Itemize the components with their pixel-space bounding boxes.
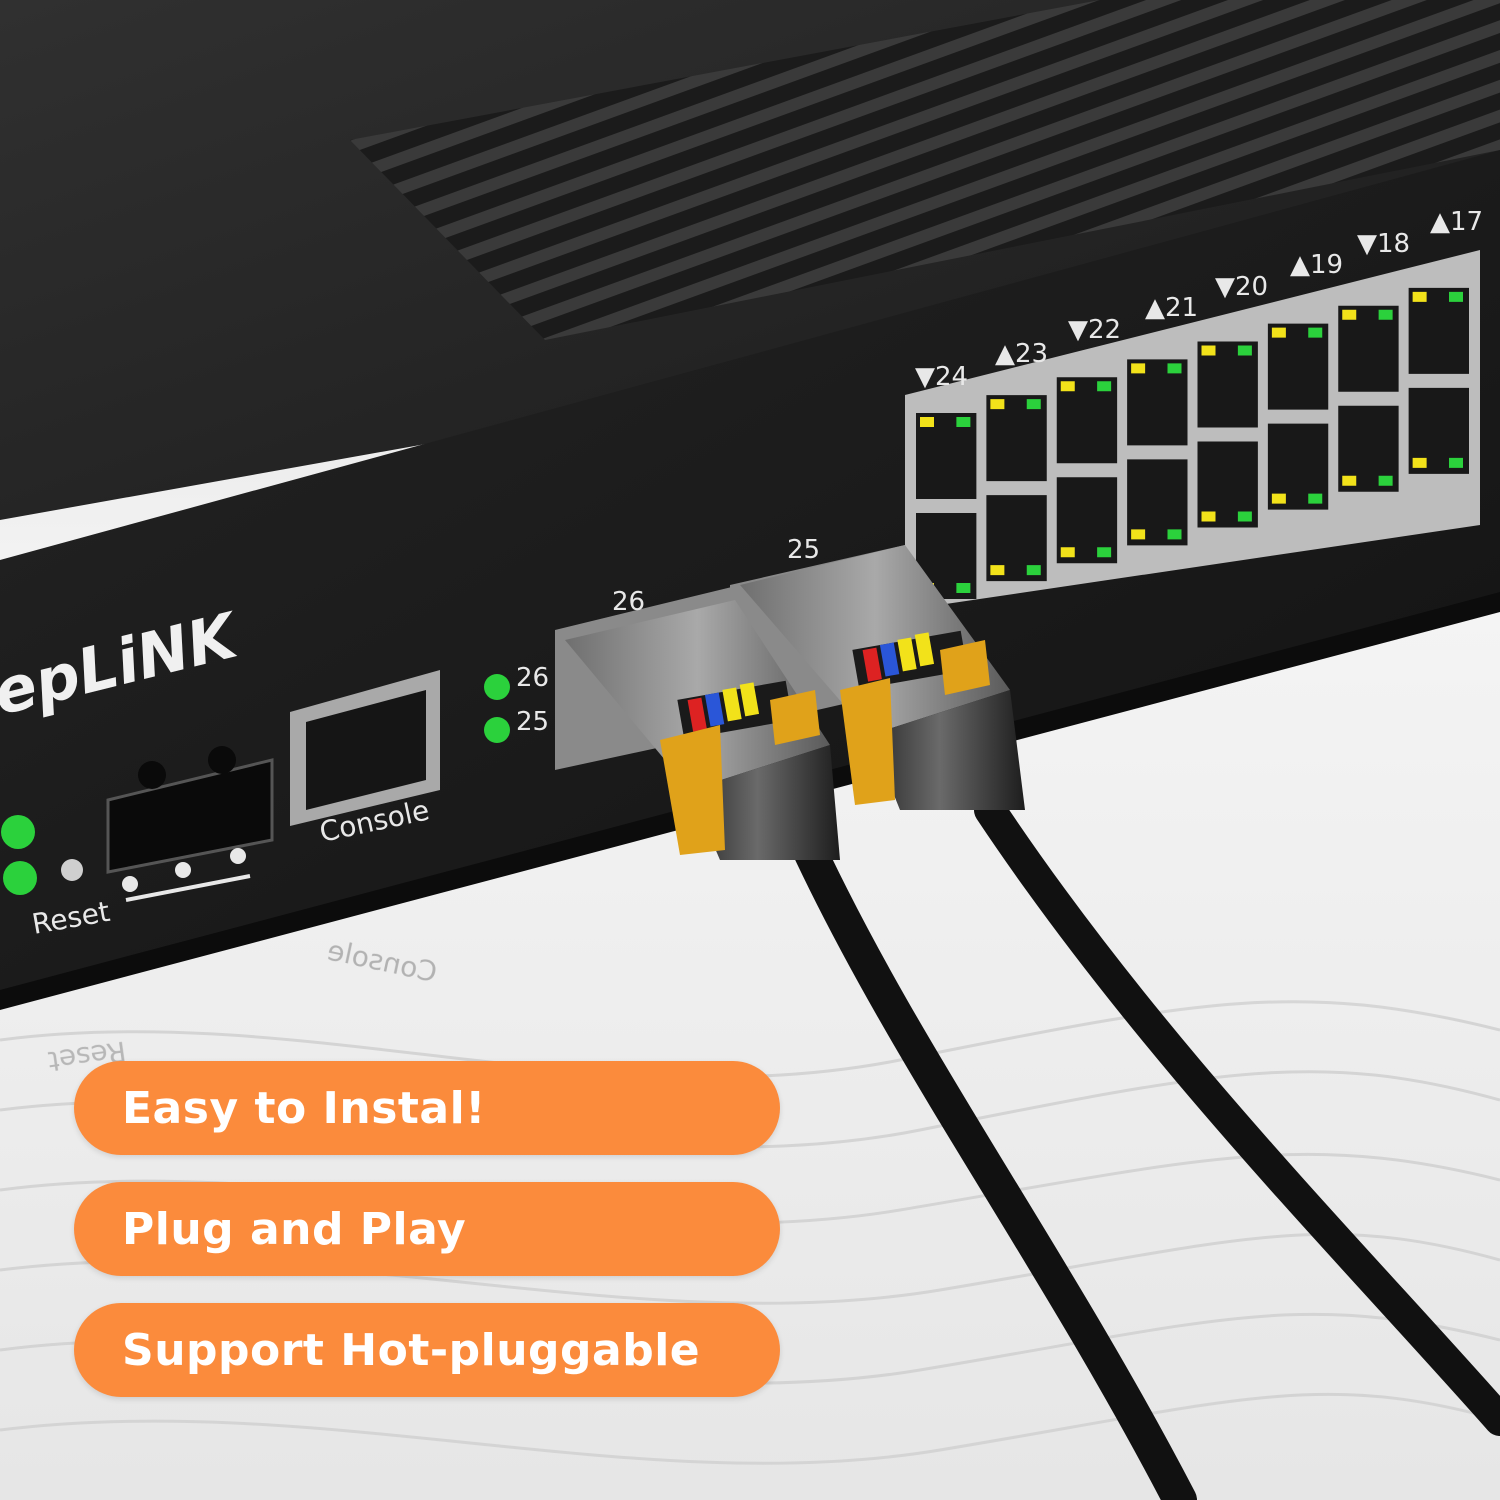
rj45-port bbox=[986, 395, 1047, 482]
port-led-icon bbox=[1271, 327, 1286, 338]
port-label: ▼18 bbox=[1357, 229, 1410, 259]
feature-easy-install: Easy to Instal! bbox=[74, 1061, 780, 1155]
port-led-icon bbox=[1060, 381, 1075, 392]
feature-text: Support Hot-pluggable bbox=[122, 1324, 701, 1376]
port-led-icon bbox=[1271, 493, 1286, 504]
port-led-icon bbox=[1167, 363, 1182, 374]
port-led-icon bbox=[1378, 309, 1393, 320]
port-led-icon bbox=[990, 565, 1005, 576]
port-led-icon bbox=[990, 399, 1005, 410]
port-label: ▼24 bbox=[915, 362, 968, 392]
port-led-icon bbox=[1097, 381, 1112, 392]
port-led-icon bbox=[920, 417, 934, 427]
feature-text: Easy to Instal! bbox=[122, 1082, 486, 1134]
rj45-port bbox=[1056, 377, 1118, 464]
reset-button-icon bbox=[61, 859, 83, 881]
rj45-port bbox=[916, 413, 977, 499]
port-led-icon bbox=[1449, 457, 1463, 468]
port-led-icon bbox=[1308, 493, 1323, 504]
led-icon bbox=[1, 815, 35, 849]
sfp-status-leds: 26 25 bbox=[484, 663, 549, 743]
rj45-port-block bbox=[905, 250, 1480, 610]
port-led-icon bbox=[1342, 309, 1357, 320]
power-terminal-block bbox=[106, 746, 274, 902]
led-label: 26 bbox=[516, 663, 549, 693]
port-led-icon bbox=[1237, 345, 1252, 356]
sfp-module-25 bbox=[740, 545, 1025, 810]
feature-text: Plug and Play bbox=[122, 1203, 467, 1255]
port-led-icon bbox=[1131, 363, 1146, 374]
port-led-icon bbox=[956, 417, 971, 427]
rj45-port bbox=[1408, 287, 1469, 374]
port-led-icon bbox=[1026, 565, 1041, 576]
console-port: Console bbox=[290, 670, 440, 849]
port-label: ▲23 bbox=[995, 339, 1048, 369]
feature-plug-and-play: Plug and Play bbox=[74, 1182, 780, 1276]
port-led-icon bbox=[956, 583, 971, 593]
led-icon bbox=[484, 717, 510, 743]
port-led-icon bbox=[1201, 345, 1216, 356]
sfp-label: 26 bbox=[612, 587, 645, 617]
port-label: ▲21 bbox=[1145, 293, 1198, 323]
port-led-icon bbox=[1412, 457, 1427, 468]
led-label: 25 bbox=[516, 707, 549, 737]
sfp-label: 25 bbox=[787, 535, 820, 565]
port-led-icon bbox=[1060, 547, 1075, 558]
port-label: ▼20 bbox=[1215, 272, 1268, 302]
port-led-icon bbox=[1342, 475, 1357, 486]
port-led-icon bbox=[1131, 529, 1146, 540]
port-led-icon bbox=[1097, 547, 1112, 558]
port-label-row: ▼24 ▲23 ▼22 ▲21 ▼20 ▲19 ▼18 ▲17 bbox=[915, 207, 1483, 392]
rj45-port bbox=[1127, 359, 1188, 446]
port-led-icon bbox=[1237, 511, 1252, 522]
rj45-port bbox=[1267, 323, 1329, 410]
heat-sink-fins bbox=[350, 0, 1500, 340]
port-led-icon bbox=[1412, 291, 1427, 302]
port-led-icon bbox=[1026, 399, 1041, 410]
port-led-icon bbox=[1308, 327, 1323, 338]
led-icon bbox=[3, 861, 37, 895]
sfp-module-26 bbox=[565, 600, 840, 860]
ethernet-cables bbox=[783, 794, 1500, 1500]
rj45-port bbox=[1338, 305, 1399, 392]
port-led-icon bbox=[1201, 511, 1216, 522]
port-led-icon bbox=[1167, 529, 1182, 540]
port-label: ▼22 bbox=[1068, 315, 1121, 345]
port-label: ▲19 bbox=[1290, 250, 1343, 280]
feature-hot-pluggable: Support Hot-pluggable bbox=[74, 1303, 780, 1397]
led-icon bbox=[484, 674, 510, 700]
port-label: ▲17 bbox=[1430, 207, 1483, 237]
port-led-icon bbox=[1449, 291, 1463, 302]
port-led-icon bbox=[1378, 475, 1393, 486]
rj45-port bbox=[1197, 341, 1258, 428]
